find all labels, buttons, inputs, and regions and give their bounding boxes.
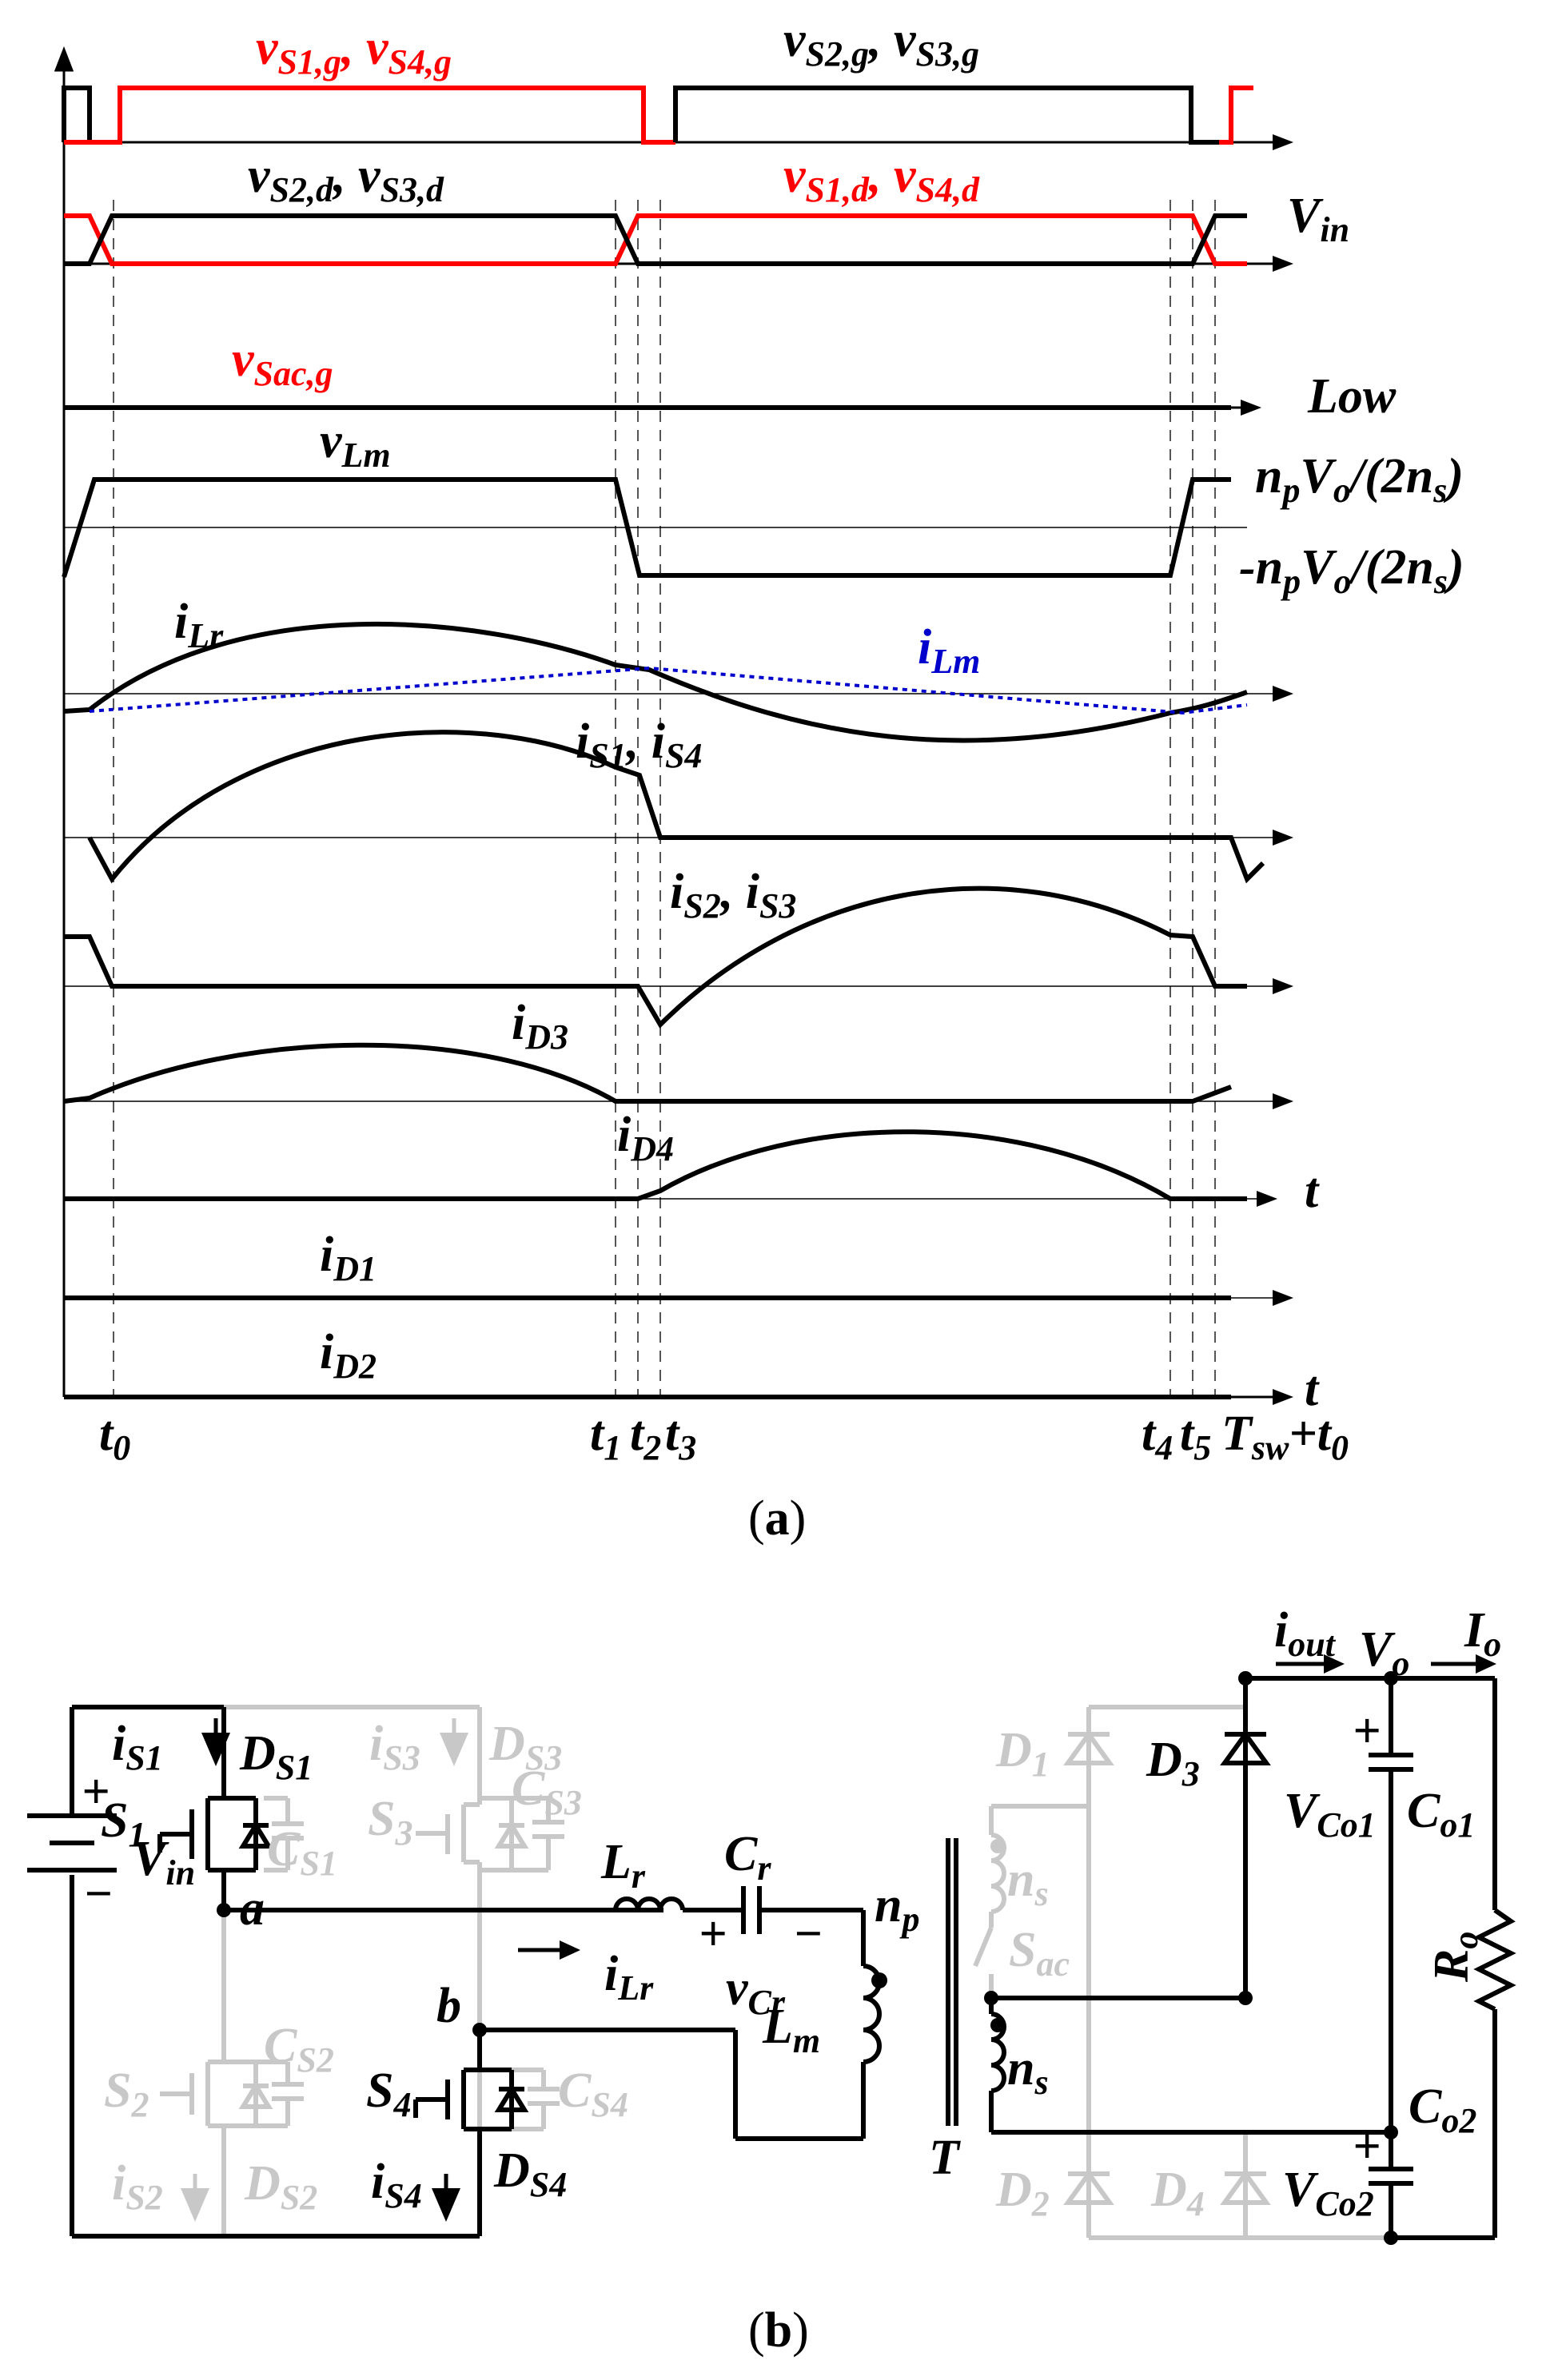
vertical-axis	[54, 46, 74, 1397]
label-t-axis-lower: t	[1305, 1362, 1320, 1416]
label-cs1: CS1	[267, 1822, 337, 1883]
label-sac: Sac	[1009, 1923, 1070, 1984]
label-vs23d: vS2,d, vS3,d	[248, 149, 444, 209]
is23-waveform	[64, 886, 1247, 1029]
circuit-nodes	[217, 1671, 1398, 2245]
label-is2: iS2	[112, 2156, 163, 2217]
label-lr: Lr	[600, 1835, 646, 1896]
time-markers: t0 t1 t2 t3 t4 t5 Tsw+t0	[99, 1407, 1349, 1467]
label-co2-plus: +	[1353, 2119, 1381, 2174]
label-vlm: vLm	[320, 414, 391, 475]
label-vs14d: vS1,d, vS4,d	[783, 149, 980, 209]
label-battery-minus: −	[83, 1867, 114, 1921]
label-id2: iD2	[320, 1325, 377, 1386]
label-vin-level: Vin	[1287, 189, 1349, 249]
time-guides	[113, 200, 1216, 1397]
label-s3: S3	[368, 1792, 412, 1853]
label-vo: Vo	[1359, 1622, 1409, 1683]
label-s4: S4	[366, 2064, 411, 2124]
label-io: Io	[1464, 1603, 1501, 1664]
label-ilr: iLr	[174, 595, 224, 655]
label-transformer: T	[929, 2131, 961, 2185]
label-low: Low	[1307, 369, 1397, 424]
label-lm: Lm	[762, 2000, 820, 2060]
label-is3: iS3	[369, 1717, 420, 1777]
drain-voltage-waveforms	[64, 213, 1247, 266]
label-cr: Cr	[724, 1827, 771, 1888]
id3-waveform	[63, 1042, 1233, 1104]
marker-tsw: Tsw+t0	[1221, 1407, 1349, 1467]
label-ns-top: ns	[1007, 1853, 1049, 1913]
ilm-waveform	[89, 666, 1248, 715]
label-node-a: a	[240, 1881, 265, 1936]
gate-waveforms	[62, 86, 1253, 145]
marker-t2: t2	[630, 1407, 661, 1467]
label-ds4: DS4	[493, 2143, 567, 2204]
label-ds3: DS3	[488, 1717, 562, 1777]
label-vs23g: vS2,g, vS3,g	[783, 13, 979, 74]
label-ns-bottom: ns	[1007, 2041, 1049, 2102]
label-neg-level: -npVo/(2ns)	[1239, 540, 1464, 601]
marker-t3: t3	[665, 1407, 696, 1467]
label-d1: D1	[995, 1723, 1050, 1784]
label-d3: D3	[1146, 1733, 1200, 1793]
label-is1: iS1	[112, 1717, 163, 1777]
label-ds1: DS1	[239, 1726, 313, 1787]
circuit-labels-active: iS1 DS1 S1 a Lr iLr Cr + − vCr np Lm + −…	[82, 1603, 1501, 2223]
label-ds2: DS2	[244, 2156, 317, 2217]
active-wiring	[27, 1676, 1516, 2240]
label-vcr: vCr	[726, 1961, 786, 2022]
label-is14: iS1, iS4	[576, 714, 702, 775]
current-arrows	[181, 1654, 1496, 2222]
label-cs4: CS4	[558, 2064, 628, 2124]
label-cr-minus: −	[793, 1907, 823, 1961]
label-cs3: CS3	[512, 1761, 582, 1822]
label-is23: iS2, iS3	[670, 865, 796, 925]
label-vsacg: vSac,g	[232, 332, 333, 393]
label-ilr: iLr	[604, 1947, 654, 2008]
marker-t0: t0	[99, 1407, 130, 1467]
label-is4: iS4	[371, 2155, 422, 2215]
label-s2: S2	[104, 2064, 149, 2124]
label-d2: D2	[995, 2163, 1050, 2223]
caption-a: (a)	[748, 1491, 806, 1546]
circuit-diagram: iS1 DS1 S1 a Lr iLr Cr + − vCr np Lm + −…	[27, 1603, 1516, 2358]
label-co2: Co2	[1409, 2080, 1476, 2140]
circuit-labels-inactive: CS1 iS3 DS3 S3 CS3 CS2 S2 iS2 DS2 CS4 ns…	[104, 1717, 1205, 2223]
label-id1: iD1	[320, 1228, 377, 1288]
vlm-waveform	[62, 477, 1231, 578]
label-s1: S1	[101, 1793, 145, 1854]
label-d4: D4	[1150, 2163, 1205, 2223]
label-t-axis-upper: t	[1305, 1164, 1320, 1218]
marker-t5: t5	[1180, 1407, 1211, 1467]
label-ro: Ro	[1424, 1932, 1485, 1983]
label-co1-plus: +	[1353, 1704, 1381, 1758]
id4-waveform	[64, 1129, 1247, 1201]
label-cr-plus: +	[699, 1907, 727, 1961]
label-iout: iout	[1274, 1603, 1337, 1664]
is14-waveform	[87, 730, 1265, 884]
label-cs2: CS2	[264, 2019, 334, 2080]
label-id3: iD3	[512, 996, 568, 1057]
label-vco2: VCo2	[1282, 2163, 1374, 2223]
caption-b: (b)	[748, 2303, 809, 2358]
label-vco1: VCo1	[1284, 1784, 1376, 1845]
label-id4: iD4	[617, 1108, 674, 1168]
marker-t1: t1	[590, 1407, 621, 1467]
label-co1: Co1	[1407, 1784, 1475, 1845]
label-ilm: iLm	[918, 620, 980, 681]
label-vin: Vin	[133, 1832, 195, 1892]
marker-t4: t4	[1142, 1407, 1173, 1467]
label-vs14g: vS1,g, vS4,g	[256, 21, 452, 82]
label-battery-plus: +	[82, 1765, 110, 1819]
waveform-diagram: vS1,g, vS4,g vS2,g, vS3,g vS2,d, vS3,d v…	[54, 13, 1464, 1546]
label-pos-level: npVo/(2ns)	[1255, 449, 1464, 510]
label-node-b: b	[436, 1979, 461, 2033]
inactive-wiring	[160, 1705, 1391, 2240]
label-np: np	[875, 1878, 919, 1939]
